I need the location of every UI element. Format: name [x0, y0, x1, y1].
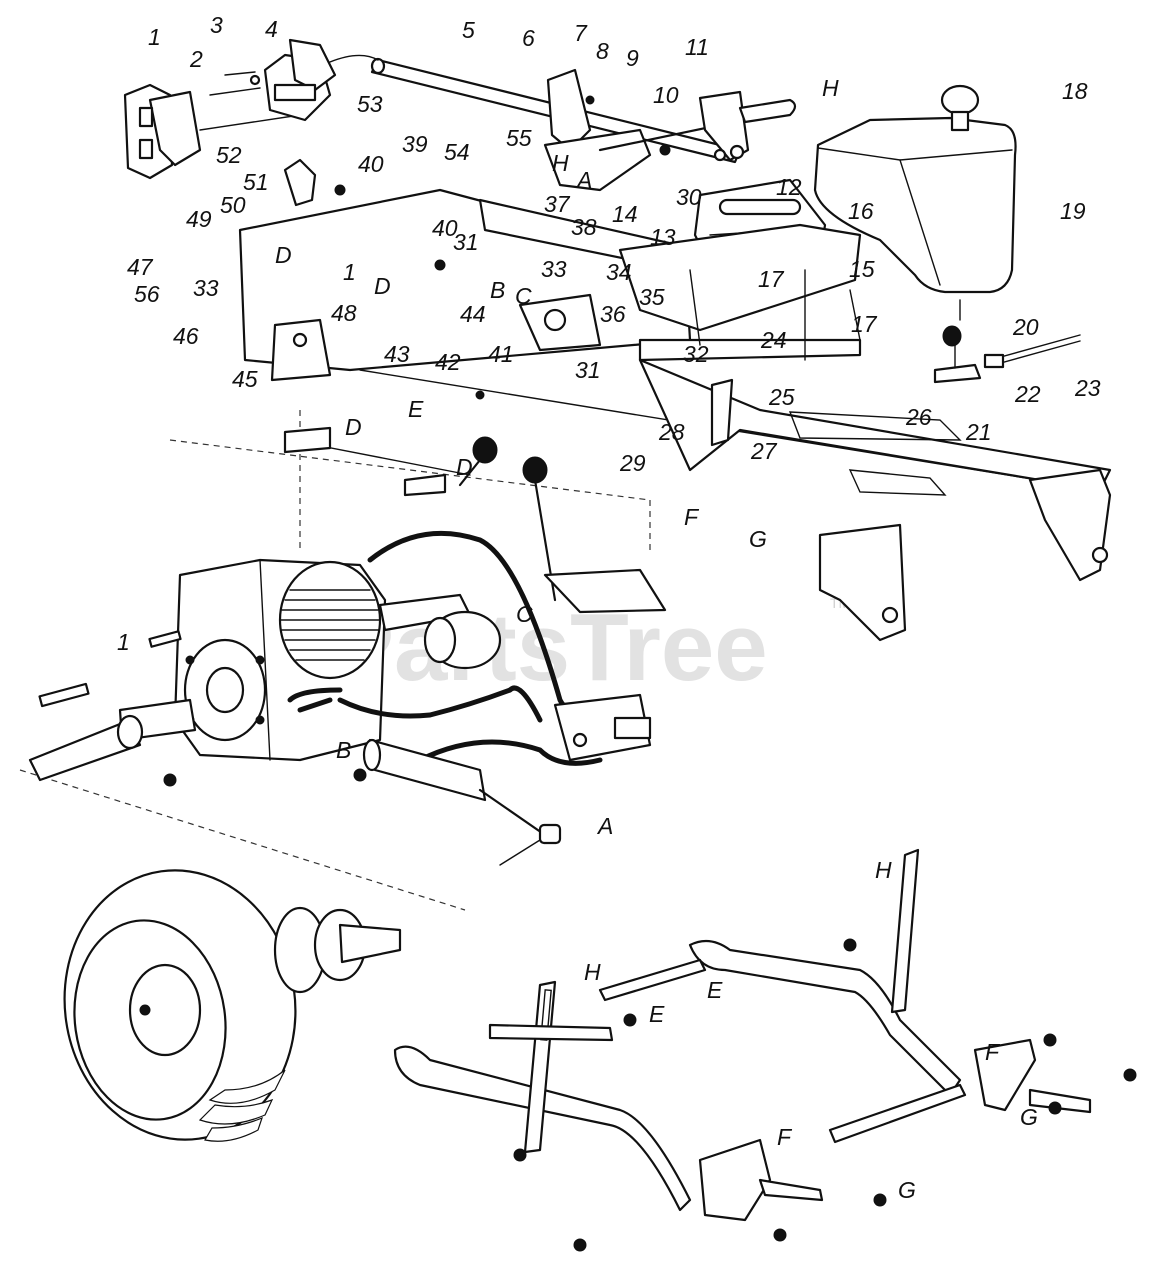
callout-label: 10 [653, 82, 679, 108]
callout-label: A [575, 167, 592, 193]
callout-label: 9 [626, 45, 639, 71]
callout-label: D [374, 273, 391, 299]
callout-label: 11 [685, 34, 709, 60]
callout-label: F [777, 1124, 793, 1150]
callout-label: 14 [612, 201, 638, 227]
callout-label: E [707, 977, 723, 1003]
callout-label: 1 [117, 629, 130, 655]
callout-label: G [898, 1177, 916, 1203]
callout-label: H [552, 150, 569, 176]
callout-label: 28 [658, 419, 685, 445]
callout-label: 51 [243, 169, 269, 195]
callout-label: 49 [186, 206, 212, 232]
callout-label: H [822, 75, 839, 101]
callout-label: 17 [851, 311, 878, 337]
callout-label: 31 [453, 229, 479, 255]
callout-label: F [684, 504, 700, 530]
callout-label: 52 [216, 142, 242, 168]
main-frame [238, 188, 1112, 642]
callout-label: 35 [639, 284, 665, 310]
callout-label: B [336, 737, 351, 763]
callout-label: 13 [650, 224, 676, 250]
callout-label: 6 [522, 25, 535, 51]
callout-label: 32 [683, 341, 709, 367]
callout-label: 26 [905, 404, 932, 430]
callout-label: 7 [574, 20, 588, 46]
callout-label: 29 [619, 450, 646, 476]
callout-label: 43 [384, 341, 410, 367]
fuel-tank [813, 84, 1081, 384]
callout-label: H [584, 959, 601, 985]
callout-label: 42 [435, 349, 461, 375]
callout-label: 24 [760, 327, 787, 353]
callout-label: A [596, 813, 613, 839]
callout-label: H [875, 857, 892, 883]
callout-label: 25 [768, 384, 795, 410]
lift-linkage [393, 848, 1092, 1222]
callout-label: 20 [1012, 314, 1039, 340]
callout-label: 1 [343, 259, 356, 285]
lift-shaft [329, 54, 797, 192]
callout-label: 34 [606, 259, 632, 285]
callout-label: 56 [134, 281, 160, 307]
control-valve [553, 693, 652, 762]
callout-label: B [490, 277, 505, 303]
callout-label: 17 [758, 266, 785, 292]
callout-label: 21 [965, 419, 992, 445]
callout-label: 36 [600, 301, 626, 327]
lift-cylinder [362, 738, 562, 866]
callout-label: 44 [460, 301, 486, 327]
callout-label: 27 [750, 438, 778, 464]
rear-wheel [63, 869, 402, 1142]
callout-label: E [408, 396, 424, 422]
callout-label: 30 [676, 184, 702, 210]
callout-label: 12 [776, 174, 802, 200]
callout-label: C [515, 283, 532, 309]
callout-label: 50 [220, 192, 246, 218]
callout-label: 15 [849, 256, 875, 282]
callout-label: 39 [402, 131, 428, 157]
callout-label: 40 [358, 151, 384, 177]
callout-label: 19 [1060, 198, 1086, 224]
callout-label: 40 [432, 215, 458, 241]
callout-label: 48 [331, 300, 357, 326]
hardware [163, 95, 1137, 1252]
callout-label: 33 [541, 256, 567, 282]
callout-label: 18 [1062, 78, 1088, 104]
callout-label: 33 [193, 275, 219, 301]
callout-label: 8 [596, 38, 609, 64]
callout-label: 2 [189, 46, 203, 72]
callout-label: G [749, 526, 767, 552]
callout-label: C [516, 601, 533, 627]
callout-label: 16 [848, 198, 874, 224]
callout-label: 47 [127, 254, 154, 280]
callout-label: G [1020, 1104, 1038, 1130]
callout-label: 41 [488, 341, 514, 367]
callout-label: E [649, 1001, 665, 1027]
callout-label: 3 [210, 12, 223, 38]
callout-label: 22 [1014, 381, 1041, 407]
callout-label: D [456, 454, 473, 480]
callout-label: 54 [444, 139, 470, 165]
callout-label: 31 [575, 357, 601, 383]
callout-label: D [275, 242, 292, 268]
callout-label: F [985, 1039, 1001, 1065]
callout-label: 1 [148, 24, 161, 50]
callout-label: 53 [357, 91, 383, 117]
callout-label: 46 [173, 323, 199, 349]
control-levers [283, 426, 667, 614]
callout-label: 45 [232, 366, 258, 392]
callout-label: 55 [506, 125, 532, 151]
lift-bracket-assembly [123, 38, 337, 207]
callout-label: 4 [265, 16, 278, 42]
callout-label: 37 [544, 191, 571, 217]
callout-label: 5 [462, 17, 475, 43]
callout-label: D [345, 414, 362, 440]
callout-label: 23 [1074, 375, 1101, 401]
transmission-assembly [28, 558, 502, 782]
callout-label: 38 [571, 214, 597, 240]
